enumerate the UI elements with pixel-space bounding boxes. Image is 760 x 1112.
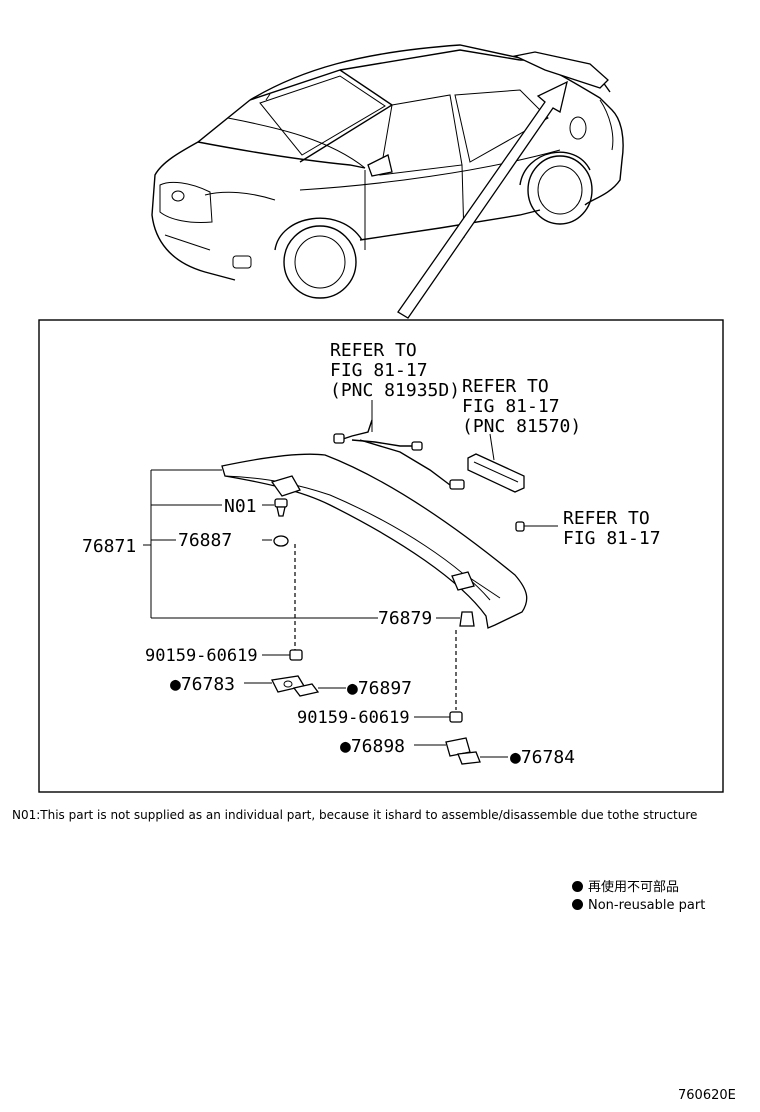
- label-76871: 76871: [82, 536, 136, 557]
- bullet-icon: [572, 881, 583, 892]
- label-76898: ●76898: [340, 736, 405, 757]
- gasket-76897: [292, 683, 346, 697]
- clip-n01: [274, 498, 288, 517]
- wire-harness: [333, 400, 465, 490]
- car-illustration: [151, 44, 624, 319]
- label-76783: ●76783: [170, 674, 235, 695]
- figure-code: 760620E: [678, 1088, 736, 1103]
- gasket-76898: [414, 737, 471, 757]
- bullet-icon: [572, 899, 583, 910]
- label-76887: 76887: [178, 530, 232, 551]
- footnote: N01:This part is not supplied as an indi…: [12, 808, 698, 822]
- refer-label-2-line2: FIG 81-17: [462, 396, 560, 417]
- refer-label-1-line3: (PNC 81935D): [330, 380, 460, 401]
- refer-label-1-line2: FIG 81-17: [330, 360, 428, 381]
- label-76897: ●76897: [347, 678, 412, 699]
- diagram-frame: [38, 319, 724, 793]
- gasket-76784: [457, 751, 508, 765]
- legend-text-jp: 再使用不可部品: [588, 880, 680, 895]
- rear-spoiler: [221, 453, 528, 629]
- refer-label-3-line2: FIG 81-17: [563, 528, 661, 549]
- refer-label-3-line1: REFER TO: [563, 508, 650, 529]
- label-76784: ●76784: [510, 747, 575, 768]
- label-bolt-2: 90159-60619: [297, 708, 410, 728]
- bolt-1: [262, 649, 303, 661]
- refer-label-2-line3: (PNC 81570): [462, 416, 581, 437]
- bolt-2: [414, 711, 463, 723]
- legend-item-jp: 再使用不可部品: [572, 876, 679, 895]
- pad-76887: [273, 535, 289, 547]
- legend-text-en: Non-reusable part: [588, 898, 706, 913]
- refer-label-1-line1: REFER TO: [330, 340, 417, 361]
- label-76879: 76879: [378, 608, 432, 629]
- nut-76879: [459, 611, 475, 627]
- refer-label-2-line1: REFER TO: [462, 376, 549, 397]
- callout-bracket: [143, 469, 460, 619]
- legend-item-en: Non-reusable part: [572, 898, 705, 913]
- stop-lamp: [467, 433, 558, 532]
- label-bolt-1: 90159-60619: [145, 646, 258, 666]
- label-n01: N01: [224, 496, 257, 517]
